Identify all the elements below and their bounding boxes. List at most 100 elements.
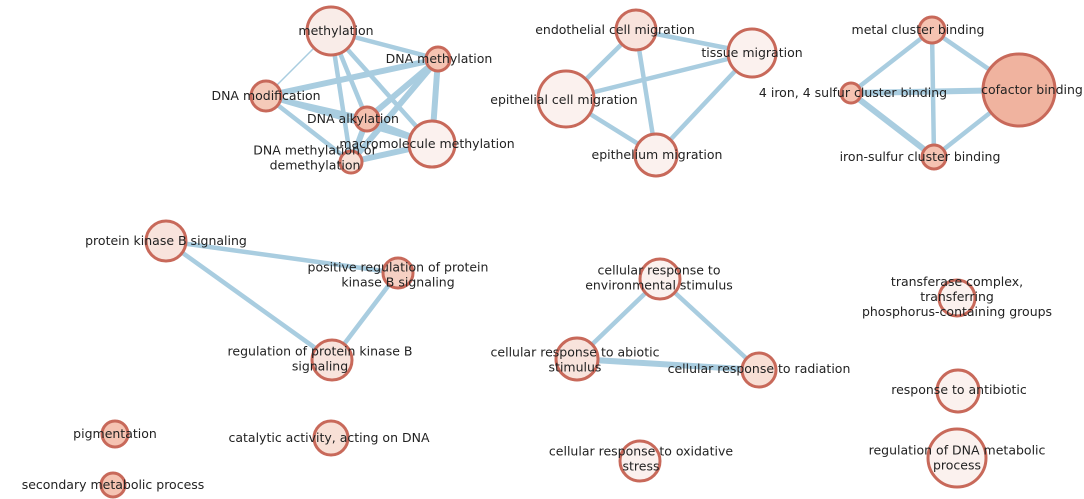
node-label-epithelial_cell_migration: epithelial cell migration — [490, 92, 637, 107]
node-label-line: macromolecule methylation — [339, 136, 514, 151]
node-metal_cluster_binding[interactable] — [917, 15, 947, 45]
node-secondary_metabolic_process[interactable] — [99, 471, 127, 499]
edge-cr_environmental_stimulus-cr_radiation — [657, 276, 762, 373]
node-label-line: secondary metabolic process — [22, 477, 205, 492]
node-label-line: protein kinase B signaling — [85, 233, 247, 248]
edge-dna_methylation-dna_modification — [263, 56, 441, 99]
node-label-dna_methylation: DNA methylation — [386, 51, 493, 66]
node-label-cr_radiation: cellular response to radiation — [668, 361, 851, 376]
node-label-line: response to antibiotic — [891, 382, 1027, 397]
node-label-pigmentation: pigmentation — [73, 426, 157, 441]
node-iron_sulfur_cluster_binding[interactable] — [920, 143, 948, 171]
edge-dna_modification-macromolecule_methylation — [263, 93, 435, 147]
node-label-epithelium_migration: epithelium migration — [592, 147, 723, 162]
node-label-line: epithelial cell migration — [490, 92, 637, 107]
edge-tissue_migration-epithelial_cell_migration — [563, 50, 755, 102]
node-catalytic_activity_dna[interactable] — [312, 419, 350, 457]
node-label-line: catalytic activity, acting on DNA — [228, 430, 429, 445]
node-label-line: cofactor binding — [981, 82, 1083, 97]
edge-pkb_signaling-reg_pkb_signaling — [163, 238, 335, 363]
edge-4fe4s_cluster_binding-iron_sulfur_cluster_binding — [848, 90, 937, 160]
node-cr_oxidative_stress[interactable] — [618, 439, 662, 483]
node-epithelium_migration[interactable] — [633, 132, 679, 178]
edge-pkb_signaling-pos_reg_pkb_signaling — [163, 238, 401, 276]
node-label-line: 4 iron, 4 sulfur cluster binding — [759, 85, 947, 100]
node-pigmentation[interactable] — [100, 419, 130, 449]
node-label-response_to_antibiotic: response to antibiotic — [891, 382, 1027, 397]
node-transferase_complex[interactable] — [937, 278, 977, 318]
node-label-line: environmental stimulus — [585, 277, 733, 292]
node-label-line: tissue migration — [701, 45, 802, 60]
node-label-line: cellular response to radiation — [668, 361, 851, 376]
node-cofactor_binding[interactable] — [981, 52, 1057, 128]
node-label-line: kinase B signaling — [341, 274, 454, 289]
node-layer — [99, 5, 1057, 499]
node-label-methylation: methylation — [298, 23, 373, 38]
node-cr_radiation[interactable] — [740, 351, 778, 389]
node-label-line: epithelium migration — [592, 147, 723, 162]
node-label-line: signaling — [292, 358, 348, 373]
node-label-line: positive regulation of protein — [308, 259, 489, 274]
node-label-line: stress — [623, 458, 660, 473]
node-cr_environmental_stimulus[interactable] — [638, 257, 682, 301]
node-pos_reg_pkb_signaling[interactable] — [381, 256, 415, 290]
node-label-line: stimulus — [549, 359, 602, 374]
node-label-metal_cluster_binding: metal cluster binding — [852, 22, 985, 37]
node-label-secondary_metabolic_process: secondary metabolic process — [22, 477, 205, 492]
node-label-line: DNA modification — [211, 88, 320, 103]
node-label-line: cellular response to — [598, 262, 721, 277]
node-label-line: DNA alkylation — [307, 111, 399, 126]
node-methylation[interactable] — [305, 5, 357, 57]
node-tissue_migration[interactable] — [726, 27, 778, 79]
node-label-tissue_migration: tissue migration — [701, 45, 802, 60]
node-label-line: process — [933, 457, 981, 472]
node-label-macromolecule_methylation: macromolecule methylation — [339, 136, 514, 151]
node-macromolecule_methylation[interactable] — [407, 119, 457, 169]
edge-layer — [163, 27, 1022, 373]
node-label-line: metal cluster binding — [852, 22, 985, 37]
node-label-line: cellular response to abiotic — [491, 344, 660, 359]
node-label-line: methylation — [298, 23, 373, 38]
node-label-line: phosphorus-containing groups — [862, 304, 1052, 319]
node-reg_dna_metabolic_process[interactable] — [926, 427, 988, 489]
node-label-4fe4s_cluster_binding: 4 iron, 4 sulfur cluster binding — [759, 85, 947, 100]
edge-dna_methylation-dna_methylation_or_demethylation — [348, 56, 441, 165]
node-label-pkb_signaling: protein kinase B signaling — [85, 233, 247, 248]
node-dna_methylation[interactable] — [424, 45, 452, 73]
node-label-dna_modification: DNA modification — [211, 88, 320, 103]
node-endothelial_cell_migration[interactable] — [614, 8, 658, 52]
node-label-dna_alkylation: DNA alkylation — [307, 111, 399, 126]
node-label-line: DNA methylation — [386, 51, 493, 66]
node-reg_pkb_signaling[interactable] — [310, 338, 354, 382]
node-pkb_signaling[interactable] — [144, 219, 188, 263]
node-response_to_antibiotic[interactable] — [935, 368, 981, 414]
node-4fe4s_cluster_binding[interactable] — [839, 81, 863, 105]
node-label-catalytic_activity_dna: catalytic activity, acting on DNA — [228, 430, 429, 445]
node-label-line: regulation of DNA metabolic — [869, 442, 1046, 457]
edge-cr_abiotic_stimulus-cr_radiation — [574, 356, 762, 373]
node-dna_modification[interactable] — [249, 79, 283, 113]
node-label-line: cellular response to oxidative — [549, 443, 733, 458]
node-label-cofactor_binding: cofactor binding — [981, 82, 1083, 97]
node-cr_abiotic_stimulus[interactable] — [554, 336, 600, 382]
edge-dna_modification-dna_methylation_or_demethylation — [263, 93, 354, 165]
node-dna_alkylation[interactable] — [353, 105, 381, 133]
node-dna_methylation_or_demethylation[interactable] — [338, 149, 364, 175]
node-label-iron_sulfur_cluster_binding: iron-sulfur cluster binding — [840, 149, 1001, 164]
node-label-endothelial_cell_migration: endothelial cell migration — [535, 22, 695, 37]
node-label-line: iron-sulfur cluster binding — [840, 149, 1001, 164]
node-epithelial_cell_migration[interactable] — [536, 69, 596, 129]
node-label-line: pigmentation — [73, 426, 157, 441]
node-label-line: transferase complex, — [891, 274, 1023, 289]
node-label-line: transferring — [920, 289, 994, 304]
